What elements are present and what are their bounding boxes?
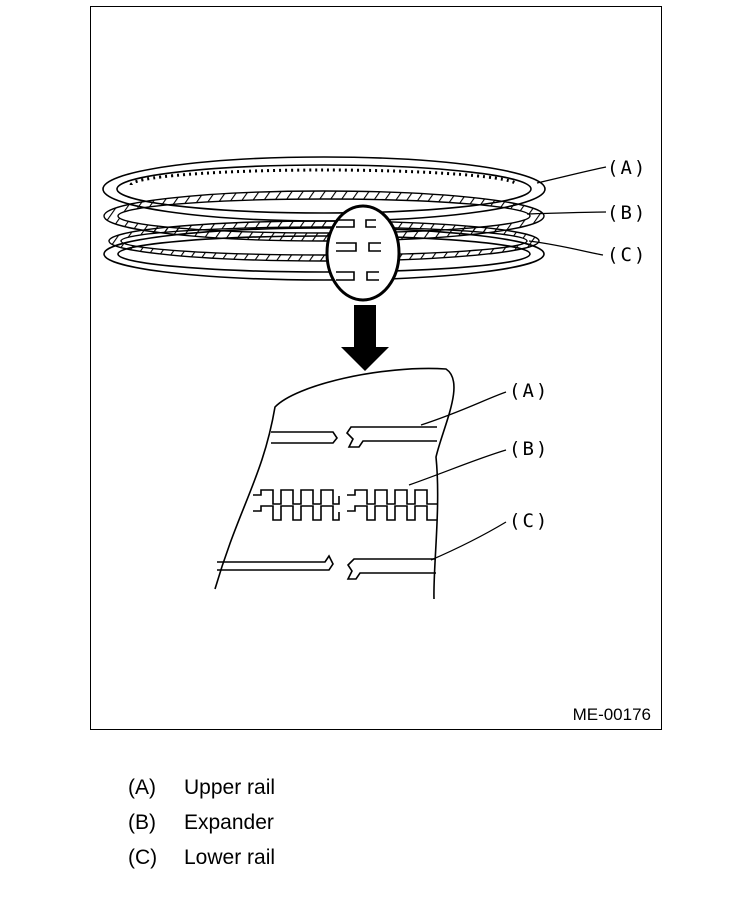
callout-upper-rail-detail: (A) <box>509 380 550 402</box>
detail-upper-rail <box>271 426 437 448</box>
legend-item: (C) Lower rail <box>128 840 275 875</box>
callout-expander-detail: (B) <box>509 438 550 460</box>
upper-rail-ring <box>102 156 546 222</box>
legend-key: (A) <box>128 775 156 799</box>
detail-cutaway-outline <box>214 367 455 600</box>
legend: (A) Upper rail (B) Expander (C) Lower ra… <box>128 770 275 875</box>
callout-lower-rail-top: (C) <box>607 244 648 266</box>
piston-ring-illustration <box>102 156 607 600</box>
callout-upper-rail-top: (A) <box>607 157 648 179</box>
legend-key: (B) <box>128 810 156 834</box>
ring-gaps <box>336 219 381 281</box>
legend-item: (B) Expander <box>128 805 275 840</box>
detail-expander <box>253 489 437 521</box>
gap-detail-circle <box>325 204 401 302</box>
legend-text: Upper rail <box>184 775 276 799</box>
top-leader-lines <box>526 166 607 256</box>
legend-text: Lower rail <box>184 845 276 869</box>
figure-id: ME-00176 <box>572 705 651 724</box>
legend-item: (A) Upper rail <box>128 770 275 805</box>
legend-key: (C) <box>128 845 158 869</box>
detail-leader-lines <box>408 391 507 561</box>
detail-arrow <box>341 305 389 371</box>
detail-lower-rail <box>217 554 436 580</box>
callout-expander-top: (B) <box>607 202 648 224</box>
callout-lower-rail-detail: (C) <box>509 510 550 532</box>
diagram-frame: (A) (B) (C) (A) (B) (C) ME-00176 <box>90 6 662 730</box>
legend-text: Expander <box>184 810 274 834</box>
expander-ring <box>103 190 545 262</box>
